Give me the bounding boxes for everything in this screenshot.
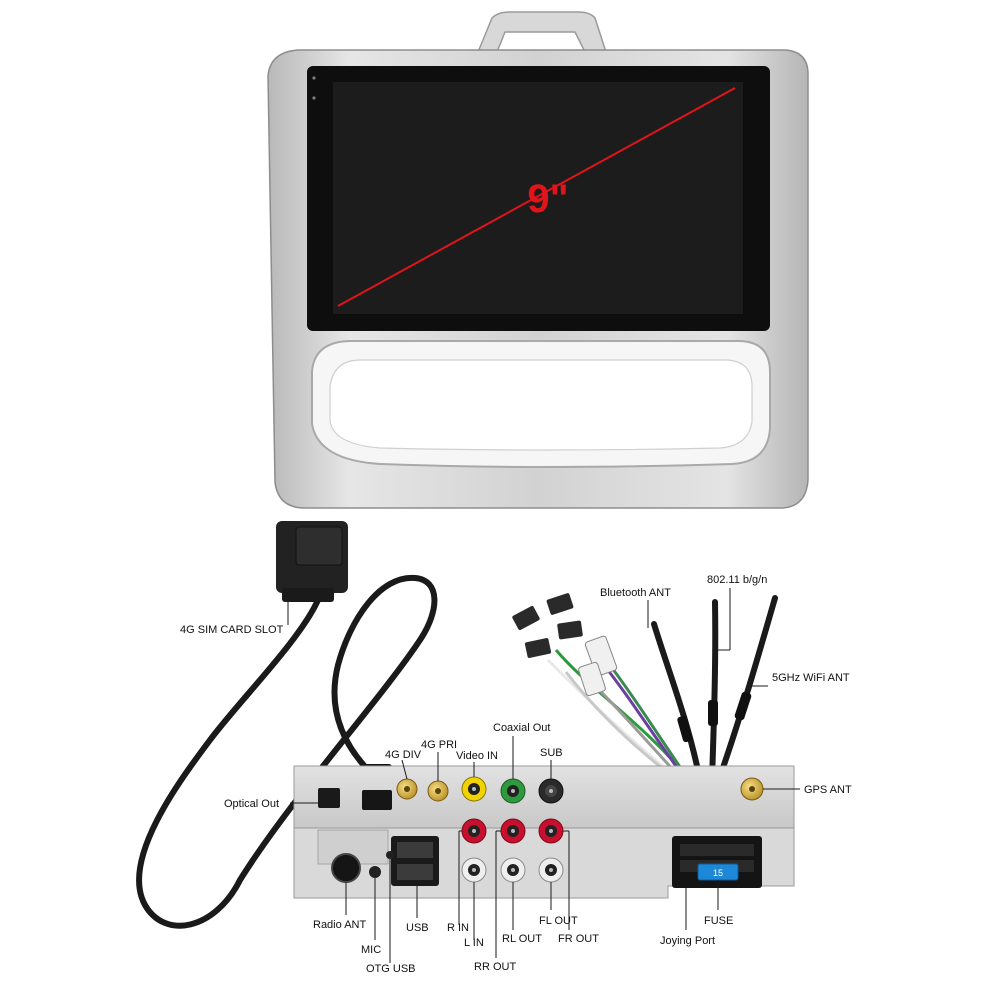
label-bluetooth-ant: Bluetooth ANT (600, 587, 671, 599)
sim-cable-loop (136, 574, 438, 929)
label-otg-usb: OTG USB (366, 963, 416, 975)
label-wifi-5: 5GHz WiFi ANT (772, 672, 850, 684)
label-sim-slot: 4G SIM CARD SLOT (180, 624, 284, 636)
screen-size-label: 9" (527, 177, 568, 221)
head-unit-front: 9" (267, 11, 809, 509)
sim-plug-port[interactable] (362, 790, 392, 810)
screen-diagonal (337, 87, 736, 307)
fuse: 15 (697, 863, 739, 881)
rca-coaxial-out[interactable] (500, 778, 526, 804)
label-radio-ant: Radio ANT (313, 919, 366, 931)
callout-labels: 4G SIM CARD SLOT Optical Out Radio ANT M… (180, 574, 852, 975)
harness-plug-3 (524, 638, 552, 658)
rca-rl-out[interactable] (500, 857, 526, 883)
optical-out-port[interactable] (318, 788, 340, 808)
label-optical-out: Optical Out (224, 798, 279, 810)
label-mic: MIC (361, 944, 381, 956)
sim-card-cable (136, 521, 438, 929)
rca-r-in[interactable] (461, 818, 487, 844)
label-fuse: FUSE (704, 915, 733, 927)
top-handle (476, 11, 608, 53)
mic-jack[interactable] (369, 866, 381, 878)
label-joying-port: Joying Port (660, 935, 715, 947)
label-l-in: L IN (464, 937, 484, 949)
label-coaxial-out: Coaxial Out (493, 722, 550, 734)
label-gps-ant: GPS ANT (804, 784, 852, 796)
label-usb: USB (406, 922, 429, 934)
antenna-bluetooth (651, 621, 703, 783)
callout-lines (287, 588, 800, 963)
antenna-wifi-5 (715, 595, 778, 785)
antenna-4g-div-connector[interactable] (396, 778, 418, 800)
label-rr-out: RR OUT (474, 961, 516, 973)
rca-video-in[interactable] (461, 776, 487, 802)
label-wifi-24: 802.11 b/g/n (707, 574, 767, 586)
label-fl-out: FL OUT (539, 915, 578, 927)
harness-plug-2 (546, 593, 574, 615)
fm-connector-block (317, 829, 439, 886)
can-out-label-2 (578, 661, 606, 697)
label-4g-pri: 4G PRI (421, 739, 457, 751)
rca-fl-out[interactable] (538, 857, 564, 883)
fuse-value: 15 (713, 868, 723, 878)
harness-plug-1 (512, 606, 540, 630)
label-sub: SUB (540, 747, 563, 759)
label-video-in: Video IN (456, 750, 498, 762)
climate-panel-inner (329, 359, 753, 451)
harness-plug-4 (557, 620, 583, 640)
rca-sub[interactable] (538, 778, 564, 804)
front-indicator-1 (312, 76, 316, 80)
rca-rr-out[interactable] (500, 818, 526, 844)
rca-l-in[interactable] (461, 857, 487, 883)
radio-ant-connector[interactable] (331, 853, 361, 883)
label-r-in: R IN (447, 922, 469, 934)
rear-panel: 15 (293, 765, 795, 899)
gps-ant-connector[interactable] (740, 777, 764, 801)
label-4g-div: 4G DIV (385, 749, 422, 761)
antenna-wifi-24 (709, 599, 719, 783)
front-indicator-2 (312, 96, 316, 100)
label-rl-out: RL OUT (502, 933, 542, 945)
rca-fr-out[interactable] (538, 818, 564, 844)
label-fr-out: FR OUT (558, 933, 599, 945)
otg-jack[interactable] (386, 851, 394, 859)
antenna-4g-pri-connector[interactable] (427, 780, 449, 802)
